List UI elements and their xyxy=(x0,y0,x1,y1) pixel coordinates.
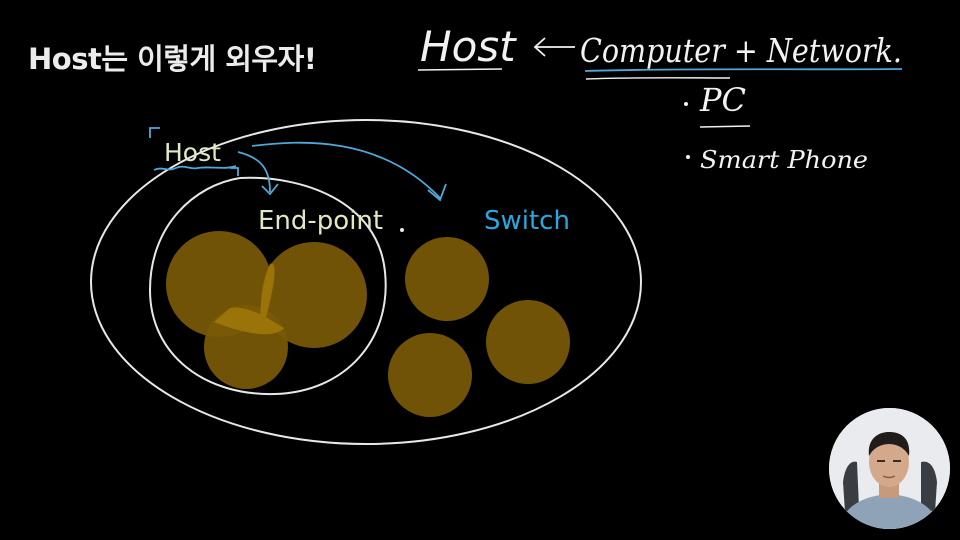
note-definition-underline xyxy=(584,68,903,72)
endpoint-label: End-point xyxy=(258,206,383,236)
overlap-highlight xyxy=(214,307,284,335)
note-bullet xyxy=(684,102,688,106)
page-title: Host는 이렇게 외우자! xyxy=(28,42,317,76)
arrow-to-endpoint xyxy=(237,151,271,193)
switch-label: Switch xyxy=(484,206,570,236)
pen-dot xyxy=(400,228,404,232)
note-example-phone: Smart Phone xyxy=(700,146,868,174)
presenter-webcam xyxy=(829,408,950,529)
note-host-underline xyxy=(417,68,503,71)
endpoint-ellipse xyxy=(148,176,387,396)
note-host-word: Host xyxy=(420,22,517,71)
handwritten-notes: Host Computer + Network. PC Smart Phone xyxy=(417,22,903,174)
switch-device-circle xyxy=(486,300,570,384)
note-example-pc: PC xyxy=(699,81,746,119)
endpoint-device-circle xyxy=(261,242,367,348)
note-definition: Computer + Network. xyxy=(580,31,902,70)
host-bracket xyxy=(149,127,160,138)
host-underline xyxy=(153,165,237,171)
note-bullet xyxy=(686,155,690,159)
overlap-highlight xyxy=(260,263,275,330)
arrow-to-endpoint-head xyxy=(261,183,279,196)
device-circles xyxy=(166,231,570,417)
host-bracket-close xyxy=(230,167,239,176)
note-arrow-left xyxy=(533,37,575,57)
switch-device-circle xyxy=(405,237,489,321)
host-label: Host xyxy=(164,138,221,167)
switch-device-circle xyxy=(388,333,472,417)
host-ellipse xyxy=(90,119,642,445)
note-definition-underline-2 xyxy=(585,77,731,80)
note-pc-underline xyxy=(699,125,751,128)
arrow-to-switch xyxy=(251,141,441,199)
arrow-to-switch-head xyxy=(427,183,447,202)
presenter-avatar-icon xyxy=(829,408,950,529)
